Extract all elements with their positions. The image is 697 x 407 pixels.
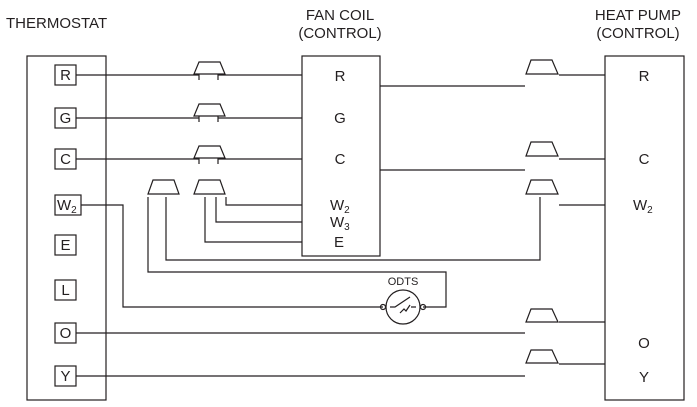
wire-odts-return — [147, 197, 447, 308]
wire-nut-junction-left — [147, 179, 180, 195]
heat-pump-terminal-c: C — [639, 151, 650, 168]
fan-coil-terminal-c: C — [335, 151, 346, 168]
fan-coil-title: FAN COIL — [306, 7, 374, 24]
fan-coil-terminal-r: R — [335, 68, 346, 85]
thermostat-terminal-o: O — [60, 325, 72, 342]
wire-nut-g-left — [193, 103, 226, 122]
wire-nut-y-right — [525, 349, 559, 364]
heat-pump-terminal-w2: W2 — [633, 197, 653, 216]
thermostat-terminal-w2: W2 — [57, 197, 77, 216]
fan-coil-box — [301, 55, 381, 257]
odts-switch-icon — [390, 296, 416, 314]
odts-label: ODTS — [388, 276, 419, 288]
wire-nut-r-right — [525, 59, 559, 75]
wire-nut-w2-right — [525, 179, 559, 195]
wire-nut-r-left — [193, 61, 226, 80]
wire-w2-odts — [81, 204, 383, 308]
heat-pump-terminal-y: Y — [639, 369, 649, 386]
wire-nut-o-right — [525, 308, 559, 323]
fan-coil-terminal-w2: W2 — [330, 197, 350, 216]
heat-pump-terminal-o: O — [638, 335, 650, 352]
heat-pump-title: HEAT PUMP — [595, 7, 681, 24]
thermostat-terminal-g: G — [60, 110, 72, 127]
wire-fc-w3 — [215, 197, 302, 223]
heat-pump-terminal-r: R — [639, 68, 650, 85]
wire-fc-w2 — [225, 197, 302, 206]
wire-nut-junction-right — [193, 179, 226, 195]
thermostat-title: THERMOSTAT — [6, 15, 107, 32]
wire-fc-e — [204, 197, 302, 243]
thermostat-terminal-e-box — [54, 234, 77, 256]
fan-coil-terminal-w3: W3 — [330, 214, 350, 233]
thermostat-terminal-r: R — [60, 67, 71, 84]
wire-junction-to-hp-w2 — [165, 197, 541, 261]
wire-nut-c-right — [525, 141, 559, 157]
fan-coil-terminal-g: G — [334, 110, 346, 127]
thermostat-terminal-e: E — [60, 237, 70, 254]
fan-coil-terminal-e: E — [334, 234, 344, 251]
heat-pump-subtitle: (CONTROL) — [596, 25, 679, 42]
thermostat-terminal-y: Y — [60, 368, 70, 385]
thermostat-terminal-c: C — [60, 151, 71, 168]
thermostat-terminal-l-box — [54, 279, 77, 301]
heat-pump-box — [604, 55, 685, 401]
thermostat-terminal-l: L — [61, 282, 69, 299]
fan-coil-subtitle: (CONTROL) — [298, 25, 381, 42]
wire-nut-c-left — [193, 145, 226, 164]
thermostat-box — [26, 55, 107, 401]
